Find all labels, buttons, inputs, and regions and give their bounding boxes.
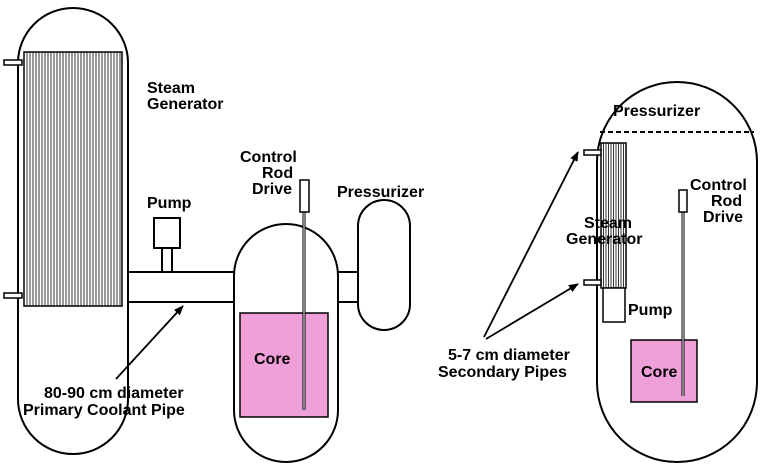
integral-pressurizer-label: Pressurizer	[613, 103, 700, 120]
control-rod-label-3: Drive	[252, 181, 292, 198]
integral-control-rod-label-1: Control	[690, 177, 747, 194]
left-loop-system: Core Steam Generator Pump Control Rod Dr…	[3, 7, 424, 463]
steam-generator-label: Steam	[147, 80, 195, 97]
core-label: Core	[254, 351, 291, 368]
integral-control-rod-label-3: Drive	[703, 209, 743, 226]
integral-steam-generator	[600, 142, 627, 289]
pressurizer-label: Pressurizer	[337, 184, 424, 201]
core-block	[239, 312, 329, 418]
integral-sg-label-2: Generator	[566, 231, 642, 248]
integral-pump-label: Pump	[628, 302, 673, 319]
steam-generator-label-line2: Generator	[147, 96, 223, 113]
primary-pipe-arrow	[115, 305, 184, 380]
pump-label: Pump	[147, 195, 192, 212]
secondary-upper-nozzle	[583, 149, 602, 156]
steam-generator-tube-bundle	[23, 51, 123, 307]
pump-body	[153, 217, 181, 249]
primary-pipe-label-1: 80-90 cm diameter	[44, 385, 184, 402]
secondary-pipe-arrow-upper	[483, 151, 579, 338]
pressurizer-vessel	[357, 199, 411, 331]
secondary-lower-nozzle	[583, 279, 602, 286]
integral-control-rod-drive	[678, 189, 688, 213]
integral-core-block	[630, 339, 698, 403]
pump-shaft	[161, 247, 173, 273]
integral-control-rod-label-2: Rod	[711, 193, 742, 210]
secondary-pipe-arrow-lower	[485, 283, 579, 340]
integral-core-label: Core	[641, 364, 678, 381]
primary-coolant-pipe	[119, 271, 239, 303]
integral-pump	[602, 287, 626, 323]
sg-lower-nozzle	[3, 292, 23, 299]
control-rod-label-2: Rod	[262, 165, 293, 182]
primary-pipe-label-2: Primary Coolant Pipe	[23, 402, 185, 419]
control-rod-label-1: Control	[240, 149, 297, 166]
secondary-pipe-label-2: Secondary Pipes	[438, 364, 567, 381]
sg-upper-nozzle	[3, 59, 23, 66]
right-integral-system: Core Pressurizer Steam Generator Pump Co…	[438, 81, 758, 463]
secondary-pipe-label-1: 5-7 cm diameter	[448, 347, 570, 364]
integral-sg-label-1: Steam	[584, 215, 632, 232]
control-rod-drive	[299, 179, 310, 213]
